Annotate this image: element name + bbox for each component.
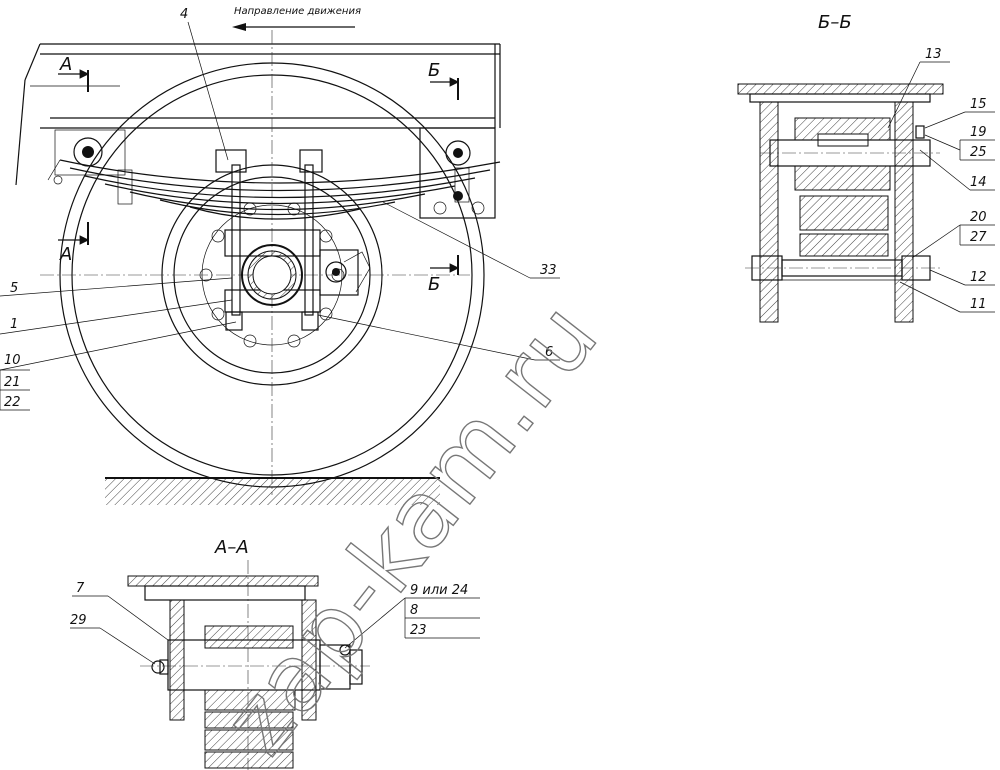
callout-21: 21 xyxy=(4,375,21,390)
section-a-a: А–А 7 29 9 или 2 xyxy=(70,537,480,770)
callout-15: 15 xyxy=(970,97,987,112)
callout-22: 22 xyxy=(4,395,21,410)
watermark: zap-kam.ru xyxy=(203,283,619,770)
front-spring-eye xyxy=(47,129,126,185)
callout-11: 11 xyxy=(970,297,987,312)
cut-line-a: А А xyxy=(58,54,90,265)
callout-20: 20 xyxy=(970,210,987,225)
callout-14: 14 xyxy=(970,175,987,190)
callout-1: 1 xyxy=(10,317,18,332)
rear-spring-bracket xyxy=(419,127,496,219)
callout-33: 33 xyxy=(540,263,557,278)
main-leaders xyxy=(0,21,560,411)
callout-19: 19 xyxy=(970,125,987,140)
callout-6: 6 xyxy=(545,345,553,360)
section-a-a-title: А–А xyxy=(214,537,249,558)
callout-12: 12 xyxy=(970,270,987,285)
ground xyxy=(105,477,440,505)
section-b-b-title: Б–Б xyxy=(818,12,852,33)
cut-label-a-top: А xyxy=(59,54,72,75)
callout-29: 29 xyxy=(70,613,87,628)
callout-5: 5 xyxy=(10,281,18,296)
callout-23: 23 xyxy=(410,623,427,638)
section-b-b: Б–Б xyxy=(737,12,995,323)
cut-line-b: Б Б xyxy=(428,60,460,295)
callout-27: 27 xyxy=(970,230,987,245)
callout-4: 4 xyxy=(180,7,188,22)
callout-8: 8 xyxy=(410,603,418,618)
cut-label-b-top: Б xyxy=(428,60,440,81)
cut-label-b-bottom: Б xyxy=(428,274,440,295)
callout-9-or-24: 9 или 24 xyxy=(410,583,468,598)
direction-arrowhead xyxy=(232,23,246,31)
callout-7: 7 xyxy=(76,581,85,596)
cut-label-a-bottom: А xyxy=(59,244,72,265)
main-view: Направление движения xyxy=(0,6,560,505)
callout-25: 25 xyxy=(970,145,987,160)
callout-13: 13 xyxy=(925,47,942,62)
callout-10: 10 xyxy=(4,353,21,368)
axle-assembly xyxy=(215,149,371,331)
direction-label: Направление движения xyxy=(234,6,361,17)
frame-rail xyxy=(15,43,501,186)
leaf-spring xyxy=(59,159,501,220)
